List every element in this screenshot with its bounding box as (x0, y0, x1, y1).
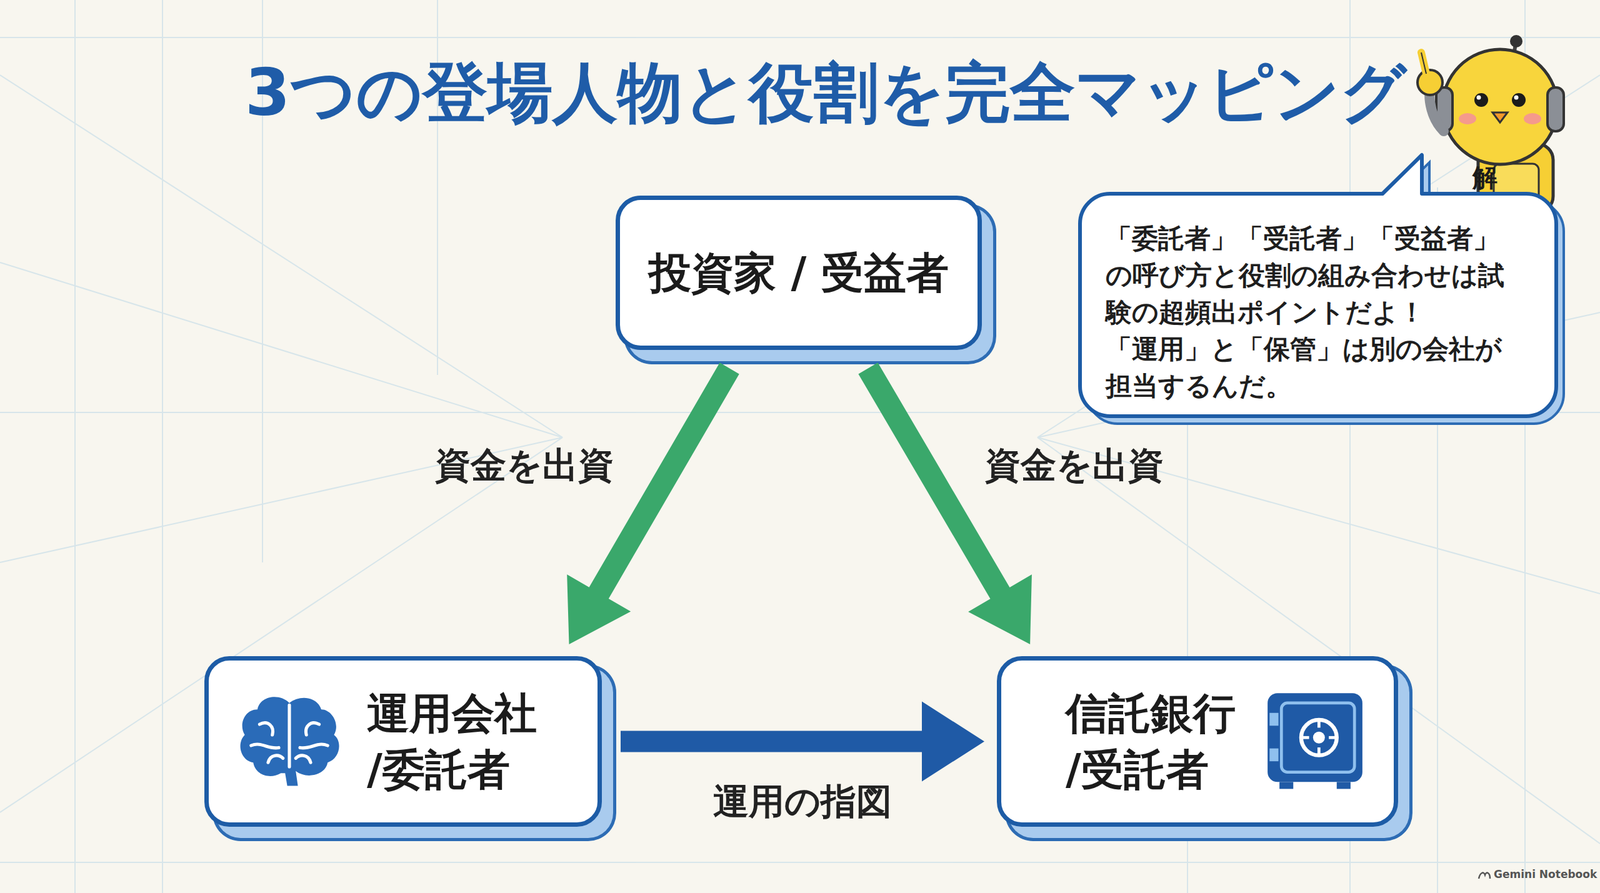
box-text-group: 信託銀行 /受託者 (1065, 685, 1260, 799)
flow-arrow (566, 362, 739, 645)
edge-label: 運用の指図 (713, 777, 892, 826)
bubble-text: 「運用」と「保管」は別の会社が担当するんだ。 (1105, 330, 1519, 405)
bubble-shape (1080, 155, 1557, 417)
speech-bubble: 「委託者」「受託者」「受益者」の呼び方と役割の組み合わせは試験の超頻出ポイントだ… (1080, 193, 1557, 417)
box-label: 投資家 / 受益者 (648, 245, 949, 302)
safe-icon (1265, 690, 1365, 791)
brain-icon (236, 692, 343, 789)
diagram-title: 3つの登場人物と役割を完全マッピング (245, 55, 1407, 130)
bubble-text: 「委託者」「受託者」「受益者」の呼び方と役割の組み合わせは試験の超頻出ポイントだ… (1105, 220, 1519, 331)
box-label: 運用会社 /委託者 (366, 685, 555, 799)
box-text-group: 投資家 / 受益者 (648, 245, 949, 302)
flow-arrow (620, 701, 985, 782)
watermark-icon (1477, 870, 1492, 880)
watermark: Gemini Notebook (1493, 868, 1597, 881)
edge-label: 資金を出資 (985, 441, 1164, 490)
edge-label: 資金を出資 (435, 441, 614, 490)
box-label: 信託銀行 /受託者 (1065, 685, 1260, 799)
mascot-badge: 解 (1472, 163, 1498, 192)
box-text-group: 運用会社 /委託者 (366, 685, 555, 799)
role-box: 投資家 / 受益者 (615, 195, 982, 350)
flow-arrow (858, 362, 1032, 645)
